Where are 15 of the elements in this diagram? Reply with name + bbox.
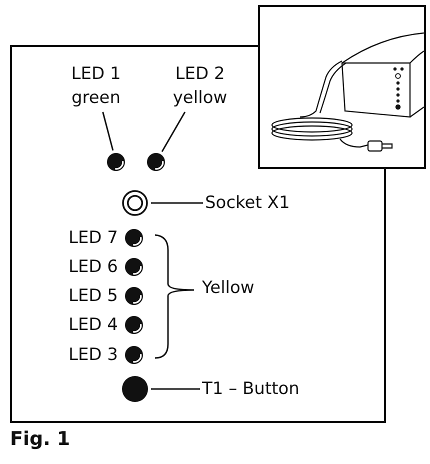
callout-text: LED 1 green — [58, 62, 134, 110]
led-label: LED 4 — [68, 315, 118, 335]
leader-line — [151, 388, 200, 390]
led-label: LED 7 — [68, 228, 118, 248]
leader-line — [161, 112, 186, 152]
led-label: LED 5 — [68, 286, 118, 306]
callout-text: LED 2 yellow — [160, 62, 240, 110]
led-label: LED 6 — [68, 257, 118, 277]
callout-text: T1 – Button — [202, 377, 332, 401]
group-label: Yellow — [202, 278, 254, 298]
callout-text: Socket X1 — [205, 191, 315, 215]
leader-line — [151, 202, 203, 204]
led-label: LED 3 — [68, 345, 118, 365]
figure-caption: Fig. 1 — [10, 428, 70, 450]
leader-line — [102, 112, 114, 151]
